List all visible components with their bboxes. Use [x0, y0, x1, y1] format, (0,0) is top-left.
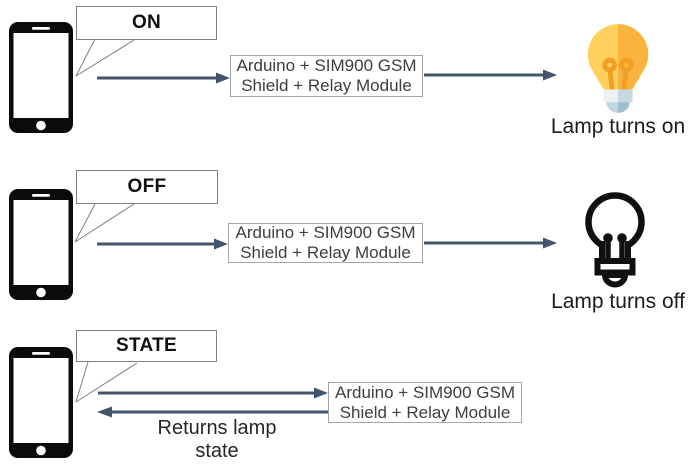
- command-label: OFF: [127, 176, 167, 197]
- arduino-box-line2: Shield + Relay Module: [240, 243, 411, 262]
- command-label: STATE: [116, 335, 177, 356]
- arduino-box-line2: Shield + Relay Module: [339, 402, 511, 422]
- smartphone-icon: [9, 22, 73, 133]
- speech-bubble-tail: [75, 38, 135, 77]
- speech-bubble-tail: [74, 203, 135, 243]
- command-label: ON: [131, 12, 162, 33]
- arduino-box-line1: Arduino + SIM900 GSM: [236, 56, 417, 75]
- arrow-phone-to-arduino: [97, 72, 230, 84]
- arduino-box-line1: Arduino + SIM900 GSM: [235, 223, 416, 242]
- arrow-arduino-to-lamp: [424, 69, 557, 81]
- speech-bubble-on: ON: [76, 6, 217, 40]
- arduino-box-line1: Arduino + SIM900 GSM: [334, 382, 515, 402]
- smartphone-icon: [9, 189, 73, 300]
- speech-bubble-tail: [75, 361, 138, 403]
- arrow-arduino-to-lamp: [424, 237, 557, 249]
- lightbulb-on-icon: [587, 24, 649, 113]
- arduino-box-line2: Shield + Relay Module: [241, 76, 412, 95]
- arduino-box: Arduino + SIM900 GSM Shield + Relay Modu…: [230, 55, 423, 97]
- arrow-arduino-to-phone: [97, 406, 328, 418]
- speech-bubble-off: OFF: [76, 170, 218, 204]
- arrow-phone-to-arduino: [98, 387, 328, 399]
- smartphone-icon: [9, 347, 73, 458]
- lamp-result-label: Lamp turns off: [551, 290, 685, 313]
- arduino-box: Arduino + SIM900 GSM Shield + Relay Modu…: [228, 223, 423, 263]
- lamp-result-label: Lamp turns on: [550, 115, 686, 138]
- arduino-box: Arduino + SIM900 GSM Shield + Relay Modu…: [328, 382, 522, 423]
- return-state-label: Returns lamp state: [157, 417, 277, 462]
- lightbulb-off-icon: [585, 192, 645, 288]
- arrow-phone-to-arduino: [97, 238, 228, 250]
- speech-bubble-state: STATE: [76, 330, 217, 362]
